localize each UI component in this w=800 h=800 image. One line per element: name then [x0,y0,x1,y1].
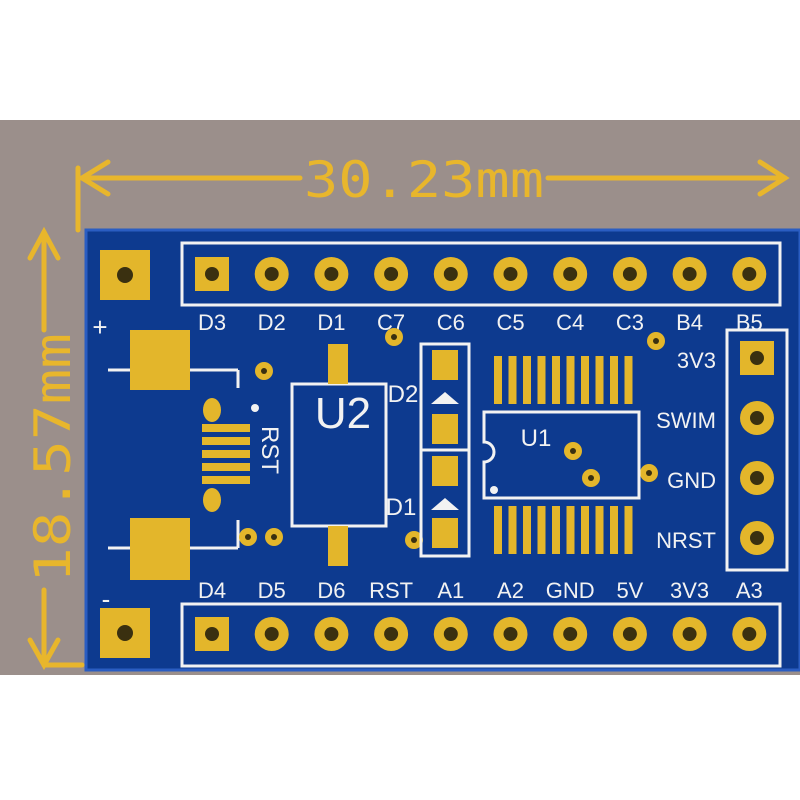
bottom-header-pins [195,617,767,651]
bottom-header-label-3v3: 3V3 [670,578,709,603]
swim-header-outline [725,328,789,572]
bottom-header-label-rst: RST [369,578,413,603]
swim-header-pins [740,341,774,555]
swim-header-pin-2 [740,461,774,495]
top-header-pin-0 [195,257,229,291]
top-header-label-d3: D3 [198,310,226,335]
top-header-outline [180,241,782,307]
top-header-label-b5: B5 [736,310,763,335]
led-pads [419,342,471,558]
usb-connector [108,330,259,580]
bottom-header-pin-9 [732,617,767,651]
top-header-pin-3 [374,257,409,291]
led-d2-label: D2 [388,381,419,408]
bottom-header-pin-3 [374,617,409,651]
swim-header-label-3v3: 3V3 [677,348,716,373]
width-dimension-label: 30.23mm [304,151,544,209]
height-dimension-label: 18.57mm [24,333,82,583]
bottom-header-pin-0 [195,617,229,651]
plus-marker: + [92,312,107,342]
bottom-header-label-a1: A1 [437,578,464,603]
bottom-header-pin-2 [314,617,349,651]
regulator-u2 [290,344,388,566]
mcu-label: U1 [521,425,552,452]
top-header-label-c5: C5 [496,310,524,335]
vias [239,328,665,549]
led-d1-label: D1 [386,494,417,521]
mcu-top-pads [494,356,633,404]
bottom-header-pin-1 [254,617,289,651]
regulator-label: U2 [315,389,371,438]
bottom-header-pin-4 [433,617,468,651]
bottom-header-label-a2: A2 [497,578,524,603]
swim-header-pin-3 [740,521,774,555]
top-header-label-c4: C4 [556,310,584,335]
top-header-pin-2 [314,257,349,291]
top-header-pin-6 [553,257,588,291]
top-header-pin-9 [732,257,767,291]
top-header-pin-5 [493,257,528,291]
reset-button-label: RST [256,426,283,474]
top-header-pin-4 [433,257,468,291]
dimension-lines [27,159,790,671]
bottom-header-pin-8 [672,617,707,651]
bottom-header-labels: D4 D5 D6 RST A1 A2 GND 5V 3V3 A3 [198,578,763,603]
minus-marker: - [102,584,111,614]
power-pads [100,250,150,658]
top-header-label-d2: D2 [258,310,286,335]
top-header-label-c6: C6 [437,310,465,335]
bottom-header-pin-5 [493,617,528,651]
top-header-pin-8 [672,257,707,291]
bottom-header-outline [180,602,782,668]
bottom-header-pin-6 [553,617,588,651]
top-header-label-d1: D1 [317,310,345,335]
top-header-pin-7 [612,257,647,291]
bottom-header-label-a3: A3 [736,578,763,603]
bottom-header-label-gnd: GND [546,578,595,603]
mcu-u1 [482,410,641,500]
top-header-label-b4: B4 [676,310,703,335]
mcu-bottom-pads [494,506,633,554]
swim-header-pin-0 [740,341,774,375]
top-header-pin-1 [254,257,289,291]
bottom-header-label-d4: D4 [198,578,226,603]
bottom-header-pin-7 [612,617,647,651]
bottom-header-label-d6: D6 [317,578,345,603]
swim-header-label-gnd: GND [667,468,716,493]
pcb-board-edge [84,228,800,672]
top-header-label-c3: C3 [616,310,644,335]
swim-header-label-swim: SWIM [656,408,716,433]
swim-header-pin-1 [740,401,774,435]
swim-header-label-nrst: NRST [656,528,716,553]
top-header-pins [195,257,767,291]
bottom-header-label-5v: 5V [616,578,643,603]
bottom-header-label-d5: D5 [258,578,286,603]
